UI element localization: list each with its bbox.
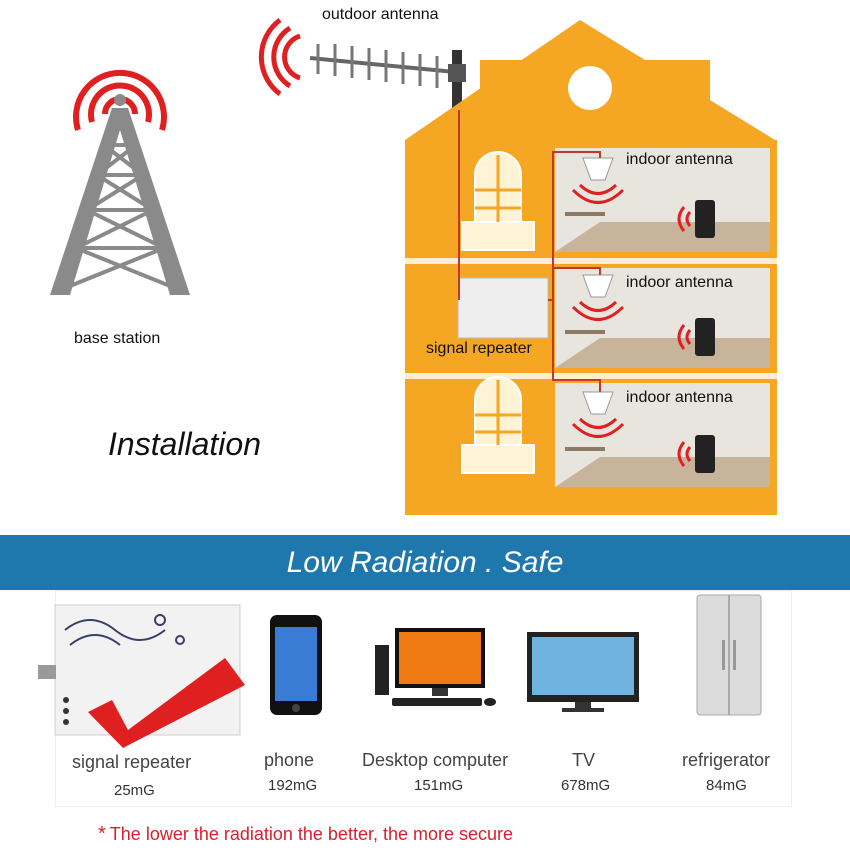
product-value-phone: 192mG — [268, 777, 318, 794]
banner-text: Low Radiation . Safe — [286, 546, 564, 579]
outdoor-antenna-label: outdoor antenna — [322, 6, 439, 23]
installation-diagram — [50, 17, 777, 515]
room-panels — [555, 148, 770, 487]
indoor-antenna-label-bottom: indoor antenna — [626, 389, 733, 406]
footnote-star: * — [98, 823, 106, 845]
base-station-label: base station — [74, 330, 161, 347]
indoor-antenna-label-middle: indoor antenna — [626, 274, 733, 291]
product-name-desktop-computer: Desktop computer — [362, 750, 509, 770]
footnote: *The lower the radiation the better, the… — [98, 823, 513, 846]
refrigerator-icon — [696, 594, 762, 716]
product-name-signal-repeater: signal repeater — [72, 752, 192, 772]
product-value-tv: 678mG — [561, 777, 611, 794]
desktop-computer-icon — [375, 628, 496, 706]
phone-icon — [270, 615, 322, 715]
signal-repeater-label: signal repeater — [426, 340, 532, 357]
product-name-phone: phone — [264, 750, 315, 770]
indoor-antenna-label-top: indoor antenna — [626, 151, 733, 168]
footnote-text: The lower the radiation the better, the … — [109, 824, 514, 844]
check-mark-icon — [88, 658, 245, 748]
product-value-signal-repeater: 25mG — [114, 782, 155, 799]
product-name-tv: TV — [572, 750, 596, 770]
outdoor-antenna-icon — [258, 17, 466, 150]
tv-icon — [527, 632, 639, 712]
product-illustrations — [38, 594, 762, 748]
signal-repeater-unit-icon — [457, 277, 549, 339]
product-value-desktop-computer: 151mG — [414, 777, 464, 794]
radiation-banner: Low Radiation . Safe — [0, 535, 850, 590]
product-value-refrigerator: 84mG — [706, 777, 747, 794]
installation-heading: Installation — [108, 426, 261, 462]
house-illustration — [405, 20, 777, 515]
base-station-tower-icon — [50, 69, 190, 295]
product-name-refrigerator: refrigerator — [682, 750, 771, 770]
